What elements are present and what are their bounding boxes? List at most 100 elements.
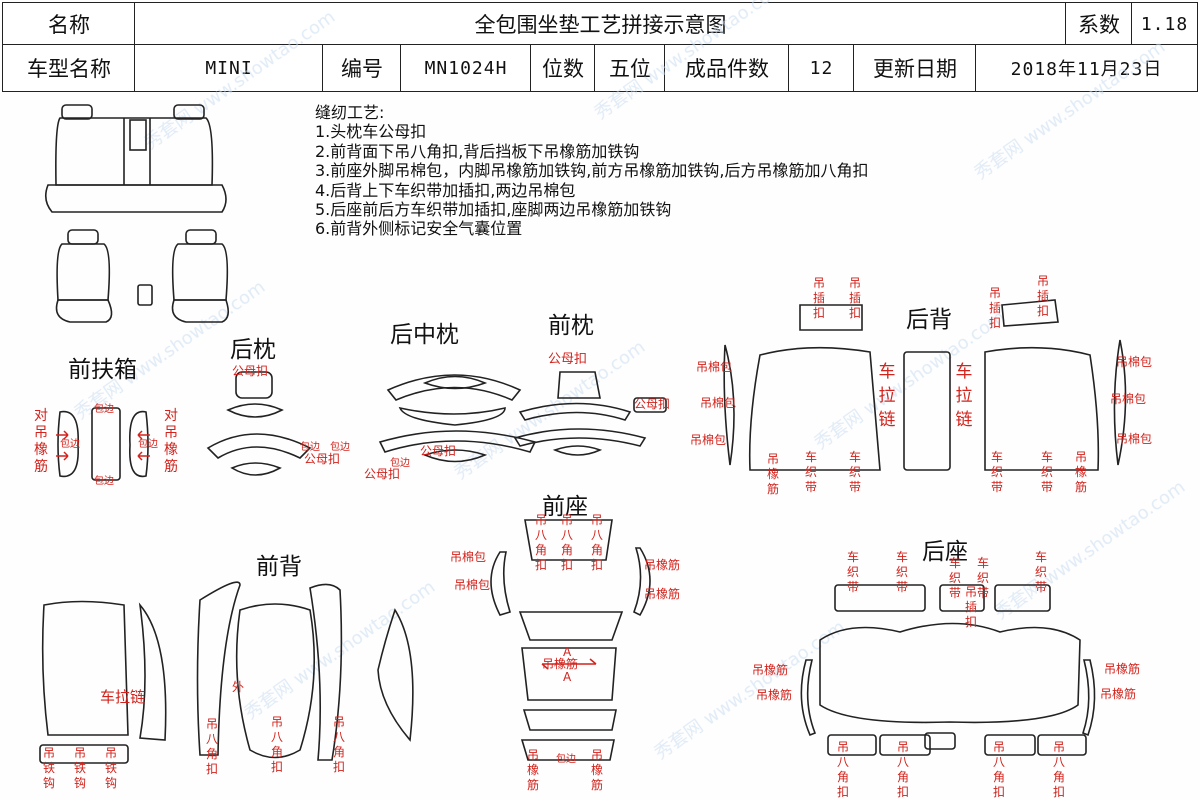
- label-gongmukou: 公母扣: [232, 364, 269, 378]
- label-diao-bajiaokou: 吊八角扣: [332, 715, 345, 774]
- section-rear-mid-headrest: 后中枕: [390, 322, 459, 348]
- label-diao-mianbao: 吊棉包: [450, 550, 487, 564]
- rear-headrest-pieces: [206, 371, 312, 476]
- label-diao-chadou: 吊插扣: [812, 276, 825, 320]
- date-label-cell: 更新日期: [853, 44, 977, 92]
- notes-title: 缝纫工艺:: [315, 103, 385, 122]
- label-diao-mianbao: 吊棉包: [454, 578, 491, 592]
- label-baobian: 包边: [556, 754, 576, 765]
- section-front-back: 前背: [256, 554, 302, 580]
- label-diao-xiangjin: 吊橡筋: [526, 748, 539, 792]
- note-line: 3.前座外脚吊棉包，内脚吊橡筋加铁钩,前方吊橡筋加铁钩,后方吊橡筋加八角扣: [315, 161, 869, 181]
- label-che-zhidai: 车织带: [848, 450, 861, 494]
- section-front-headrest: 前枕: [548, 313, 594, 339]
- label-baobian: 包边: [300, 442, 320, 453]
- watermark-text: 秀套网 www.showtao.com: [141, 6, 339, 154]
- code-value-cell: MN1024H: [400, 44, 532, 92]
- label-diao-bajiaokou: 吊八角扣: [270, 715, 283, 774]
- watermark-text: 秀套网 www.showtao.com: [991, 476, 1189, 624]
- section-front-seat: 前座: [542, 494, 588, 520]
- label-che-zhidai: 车织带: [804, 450, 817, 494]
- label-a: A: [563, 645, 572, 659]
- coef-label-cell: 系数: [1065, 2, 1133, 46]
- label-diao-tiegou: 吊铁钩: [42, 746, 55, 790]
- label-diao-xiangjin: 吊橡筋: [766, 452, 779, 496]
- label-baobian: 包边: [94, 404, 114, 415]
- label-diao-bajiaokou: 吊八角扣: [992, 740, 1005, 799]
- section-rear-headrest: 后枕: [230, 337, 276, 363]
- section-rear-seat: 后座: [922, 539, 968, 565]
- label-diao-xiangjin: 吊橡筋: [1100, 687, 1137, 701]
- label-diao-mianbao: 吊棉包: [1116, 432, 1153, 446]
- label-diao-xiangjin: 吊橡筋: [756, 688, 793, 702]
- rear-back-pieces: [723, 299, 1127, 471]
- date-value-cell: 2018年11月23日: [975, 44, 1198, 92]
- label-a: A: [563, 670, 572, 684]
- label-diao-mianbao: 吊棉包: [690, 433, 727, 447]
- label-diao-xiangjin: 吊橡筋: [752, 663, 789, 677]
- rear-mid-headrest-pieces: [378, 374, 537, 463]
- label-che-lalian: 车拉链: [100, 688, 146, 706]
- label-diao-bajiaokou: 吊八角扣: [534, 513, 547, 572]
- label-diao-bajiaokou: 吊八角扣: [560, 513, 573, 572]
- label-diao-bajiaokou: 吊八角扣: [896, 740, 909, 799]
- watermark-text: 秀套网 www.showtao.com: [971, 36, 1169, 184]
- label-diao-xiangjin: 吊橡筋: [1074, 450, 1087, 494]
- label-che-zhidai: 车织带: [1034, 550, 1047, 594]
- label-baobian: 包边: [138, 439, 158, 450]
- section-rear-back: 后背: [906, 307, 952, 333]
- label-diao-bajiaokou: 吊八角扣: [1052, 740, 1065, 799]
- label-che-zhidai: 车织带: [846, 550, 859, 594]
- label-diao-tiegou: 吊铁钩: [104, 746, 117, 790]
- label-che-zhidai: 车织带: [990, 450, 1003, 494]
- label-diao-mianbao: 吊棉包: [1110, 392, 1147, 406]
- label-diao-chadou: 吊插扣: [964, 585, 977, 629]
- note-line: 6.前背外侧标记安全气囊位置: [315, 219, 523, 239]
- label-diao-xiangjin: 吊橡筋: [644, 558, 681, 572]
- sewing-notes: 缝纫工艺: 1.头枕车公母扣 2.前背面下吊八角扣,背后挡板下吊橡筋加铁钩 3.…: [315, 103, 868, 239]
- label-che-zhidai: 车织带: [1040, 450, 1053, 494]
- label-diao-mianbao: 吊棉包: [696, 360, 733, 374]
- seats-value-cell: 五位: [594, 44, 666, 92]
- note-line: 4.后背上下车织带加插扣,两边吊棉包: [315, 180, 576, 200]
- note-line: 1.头枕车公母扣: [315, 122, 427, 142]
- note-line: 5.后座前后方车织带加插扣,座脚两边吊橡筋加铁钩: [315, 200, 672, 220]
- label-baobian: 包边: [390, 458, 410, 469]
- label-diao-chadou: 吊插扣: [1036, 274, 1049, 318]
- label-che-lalian: 车拉链: [878, 362, 896, 430]
- label-che-zhidai: 车织带: [895, 550, 908, 594]
- label-diao-xiangjin: 吊橡筋: [590, 748, 603, 792]
- label-diao-xiangjin: 吊橡筋: [542, 657, 579, 671]
- label-diao-chadou: 吊插扣: [988, 286, 1001, 330]
- label-gongmukou: 公母扣: [364, 467, 401, 481]
- label-diao-xiangjin: 吊橡筋: [644, 587, 681, 601]
- seats-label-cell: 位数: [530, 44, 596, 92]
- label-diao-mianbao: 吊棉包: [700, 396, 737, 410]
- coef-value-cell: 1.18: [1131, 2, 1198, 46]
- pieces-label-cell: 成品件数: [664, 44, 790, 92]
- rear-seat-thumbnail: [44, 104, 227, 213]
- section-armrest: 前扶箱: [68, 357, 137, 383]
- front-headrest-pieces: [513, 371, 667, 456]
- label-baobian: 包边: [94, 476, 114, 487]
- label-gongmukou: 公母扣: [548, 352, 588, 367]
- page-title: 全包围坐垫工艺拼接示意图: [474, 13, 727, 37]
- front-seat-pieces: [490, 519, 651, 761]
- label-diao-tiegou: 吊铁钩: [73, 746, 86, 790]
- label-wai: 外: [232, 680, 245, 694]
- label-diao-bajiaokou: 吊八角扣: [590, 513, 603, 572]
- pieces-value-cell: 12: [788, 44, 855, 92]
- rear-seat-pieces: [800, 584, 1096, 756]
- label-diao-chadou: 吊插扣: [848, 276, 861, 320]
- label-diao-bajiaokou: 吊八角扣: [205, 717, 218, 776]
- label-gongmukou: 公母扣: [634, 397, 671, 411]
- label-che-zhidai: 车织带: [976, 556, 989, 600]
- label-gongmukou: 公母扣: [420, 444, 457, 458]
- label-diao-bajiaokou: 吊八角扣: [836, 740, 849, 799]
- label-gongmukou: 公母扣: [304, 452, 341, 466]
- label-baobian: 包边: [330, 442, 350, 453]
- label-che-zhidai: 车织带: [948, 556, 961, 600]
- label-baobian: 包边: [60, 439, 80, 450]
